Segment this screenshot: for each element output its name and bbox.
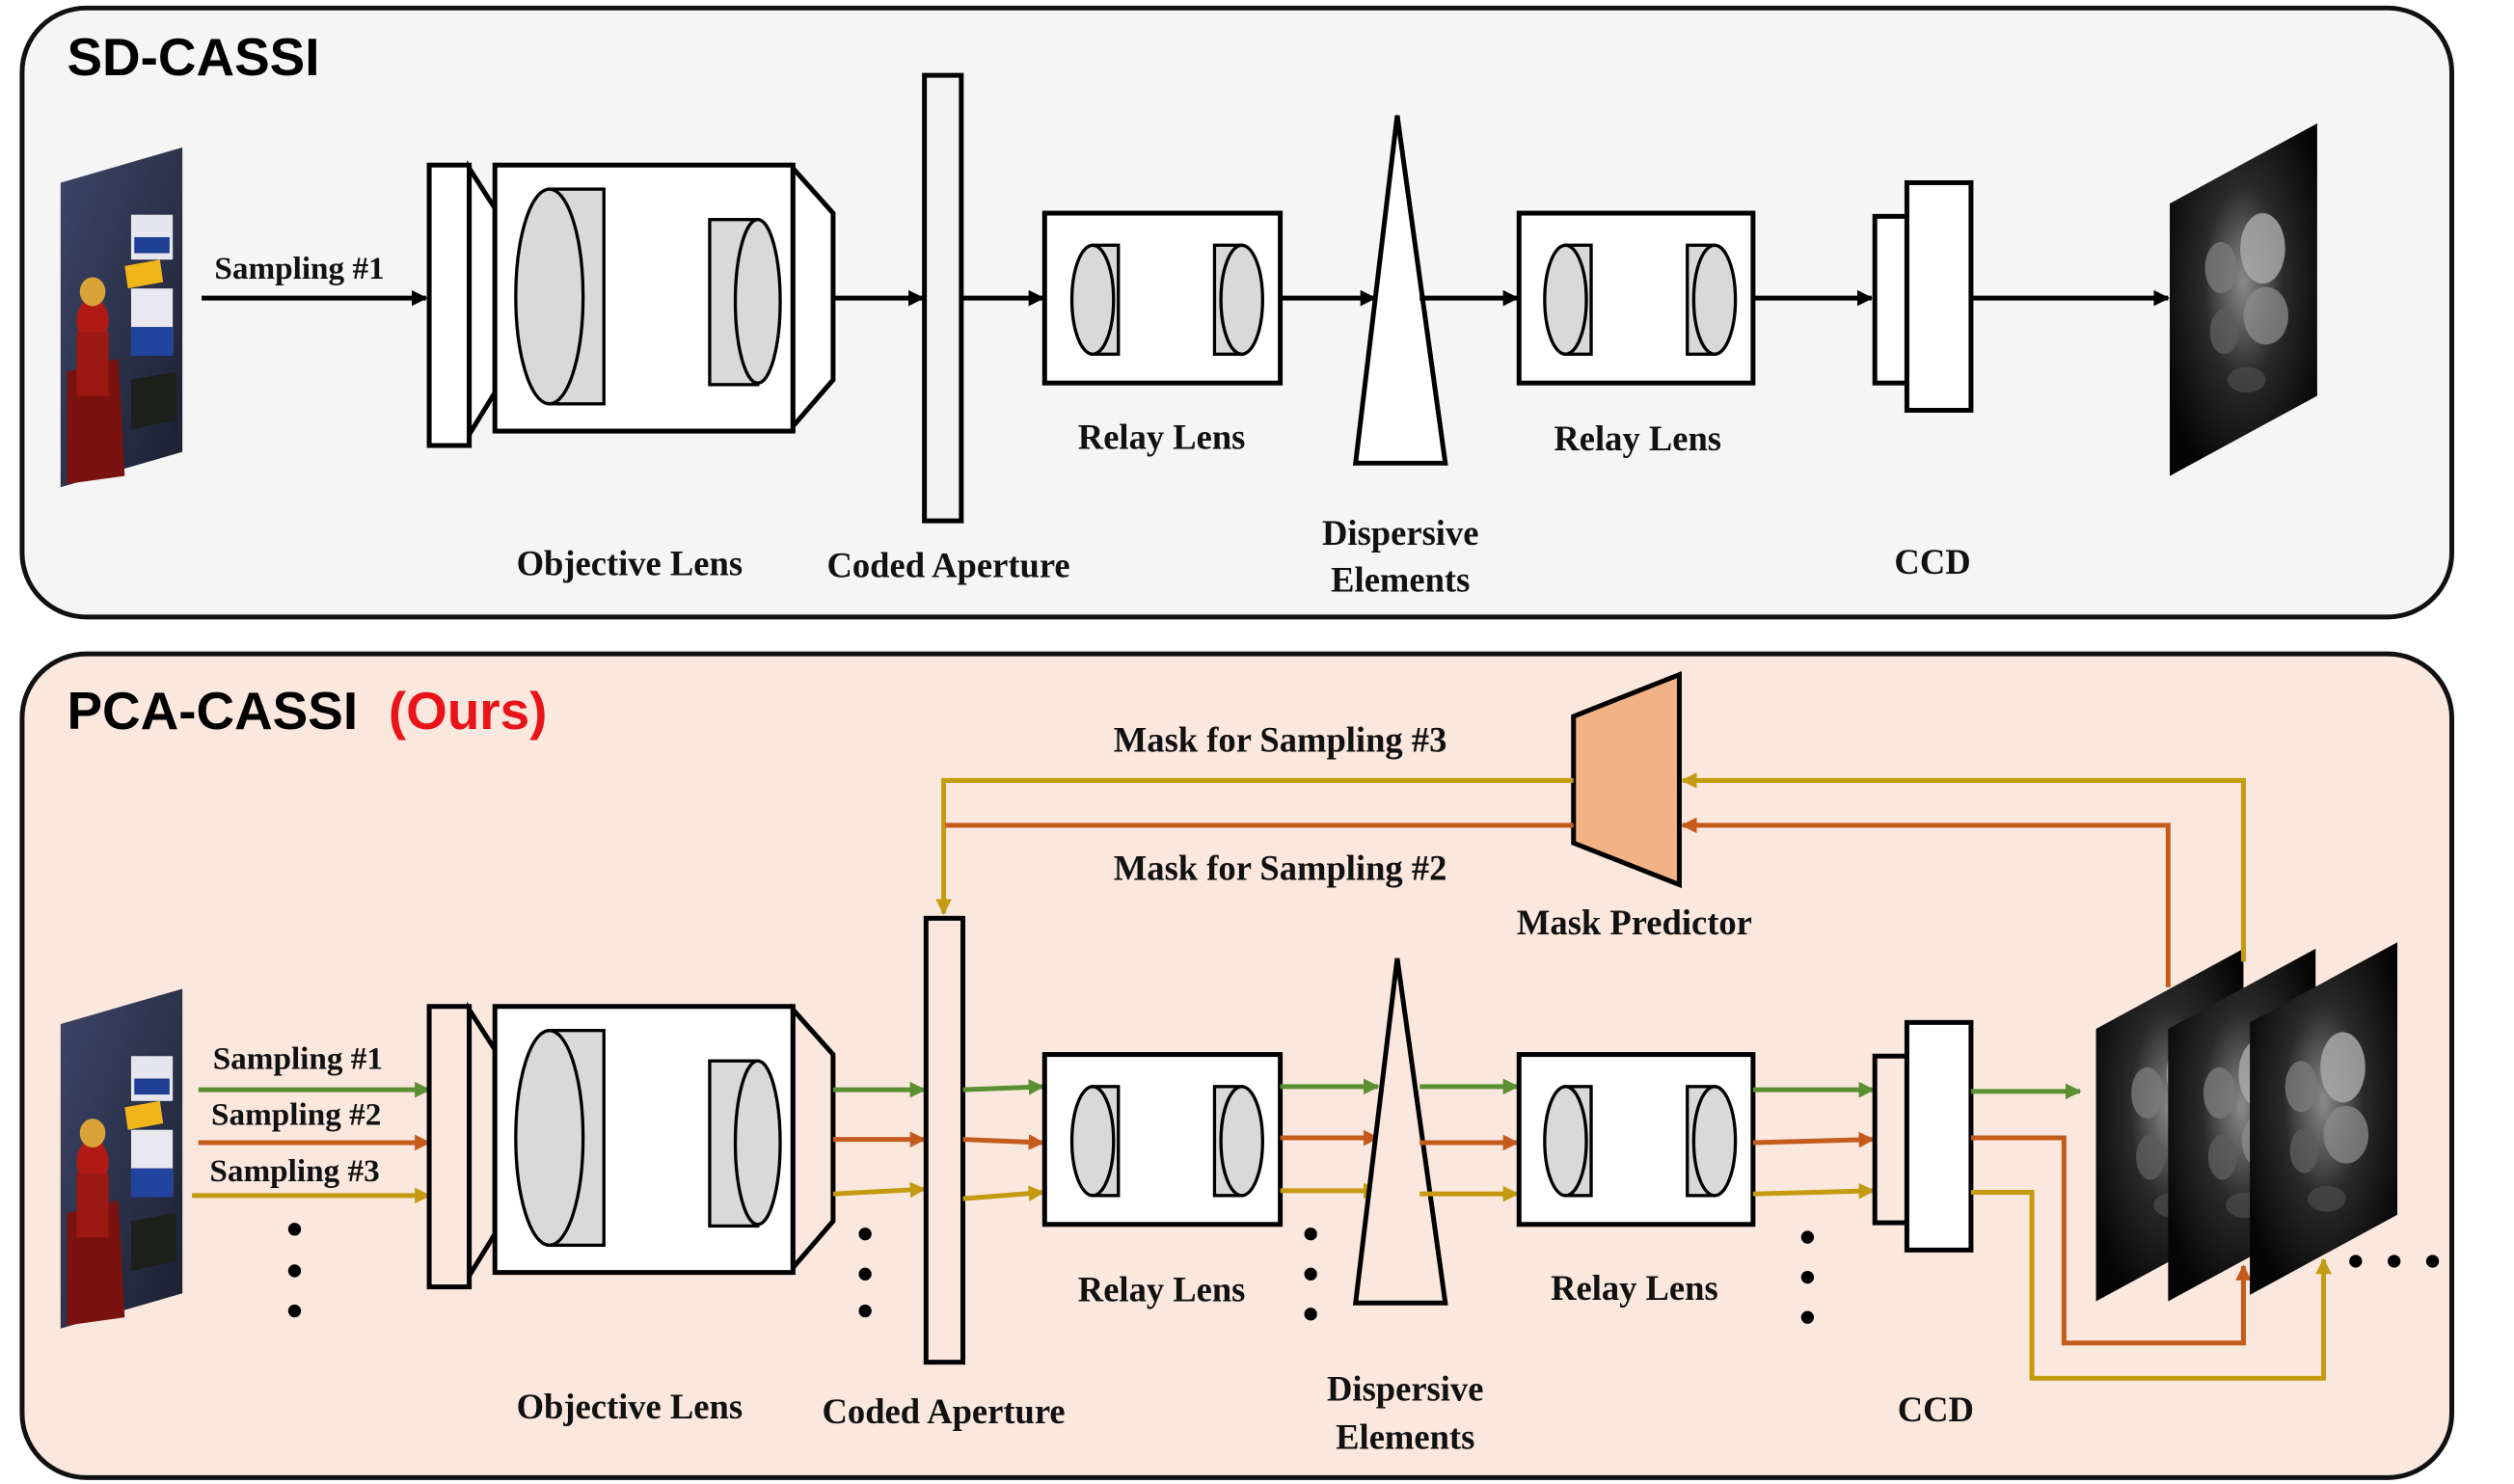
coded-aperture	[923, 915, 966, 1365]
ccd-sensor	[1872, 179, 1974, 413]
dispersive-label-line2: Elements	[1331, 559, 1470, 599]
relay-lens-label: Relay Lens	[1554, 418, 1721, 458]
coded-aperture-label: Coded Aperture	[827, 545, 1070, 584]
sampling-label: Sampling #1	[214, 251, 384, 286]
mask-predictor-label: Mask Predictor	[1517, 903, 1752, 942]
dispersive-label-line1: Dispersive	[1327, 1369, 1483, 1409]
dispersive-label-line2: Elements	[1336, 1417, 1474, 1456]
more-measurements-dots	[2349, 1255, 2440, 1268]
objective-lens	[426, 1001, 836, 1290]
sampling-2-label: Sampling #2	[211, 1097, 381, 1133]
coded-aperture-label: Coded Aperture	[823, 1391, 1066, 1431]
relay-lens-label: Relay Lens	[1078, 1270, 1246, 1309]
ours-label: (Ours)	[389, 681, 548, 741]
relay-lens-1	[1041, 210, 1284, 386]
relay-lens-label: Relay Lens	[1078, 417, 1246, 456]
more-samplings-dots	[1800, 1230, 1815, 1324]
sampling-1-label: Sampling #1	[213, 1041, 383, 1077]
scene-image	[60, 147, 183, 488]
relay-lens-2	[1516, 1052, 1756, 1228]
ccd-label: CCD	[1894, 542, 1970, 581]
relay-lens-2	[1516, 210, 1756, 386]
panel-title: PCA-CASSI	[67, 681, 358, 741]
more-samplings-dots	[1304, 1228, 1317, 1321]
ccd-label: CCD	[1898, 1390, 1974, 1429]
objective-lens-label: Objective Lens	[517, 544, 743, 583]
more-samplings-dots	[858, 1228, 872, 1318]
dispersive-label-line1: Dispersive	[1322, 513, 1478, 553]
svg-text:PCA-CASSI (Ours): PCA-CASSI (Ours)	[67, 681, 547, 741]
scene-image	[60, 988, 183, 1329]
sampling-3-label: Sampling #3	[209, 1153, 379, 1189]
mask-predictor	[1571, 671, 1682, 889]
coded-aperture	[922, 72, 964, 524]
dispersive-element	[1352, 115, 1448, 466]
objective-lens	[426, 159, 836, 448]
mask-2-label: Mask for Sampling #2	[1114, 848, 1447, 887]
objective-lens-label: Objective Lens	[517, 1387, 743, 1426]
mask-3-label: Mask for Sampling #3	[1114, 719, 1447, 759]
panel-title: SD-CASSI	[67, 27, 319, 87]
ccd-sensor	[1872, 1019, 1974, 1253]
relay-lens-1	[1041, 1052, 1284, 1228]
more-samplings-dots	[287, 1223, 302, 1318]
relay-lens-label: Relay Lens	[1551, 1268, 1718, 1308]
dispersive-element	[1352, 958, 1448, 1306]
